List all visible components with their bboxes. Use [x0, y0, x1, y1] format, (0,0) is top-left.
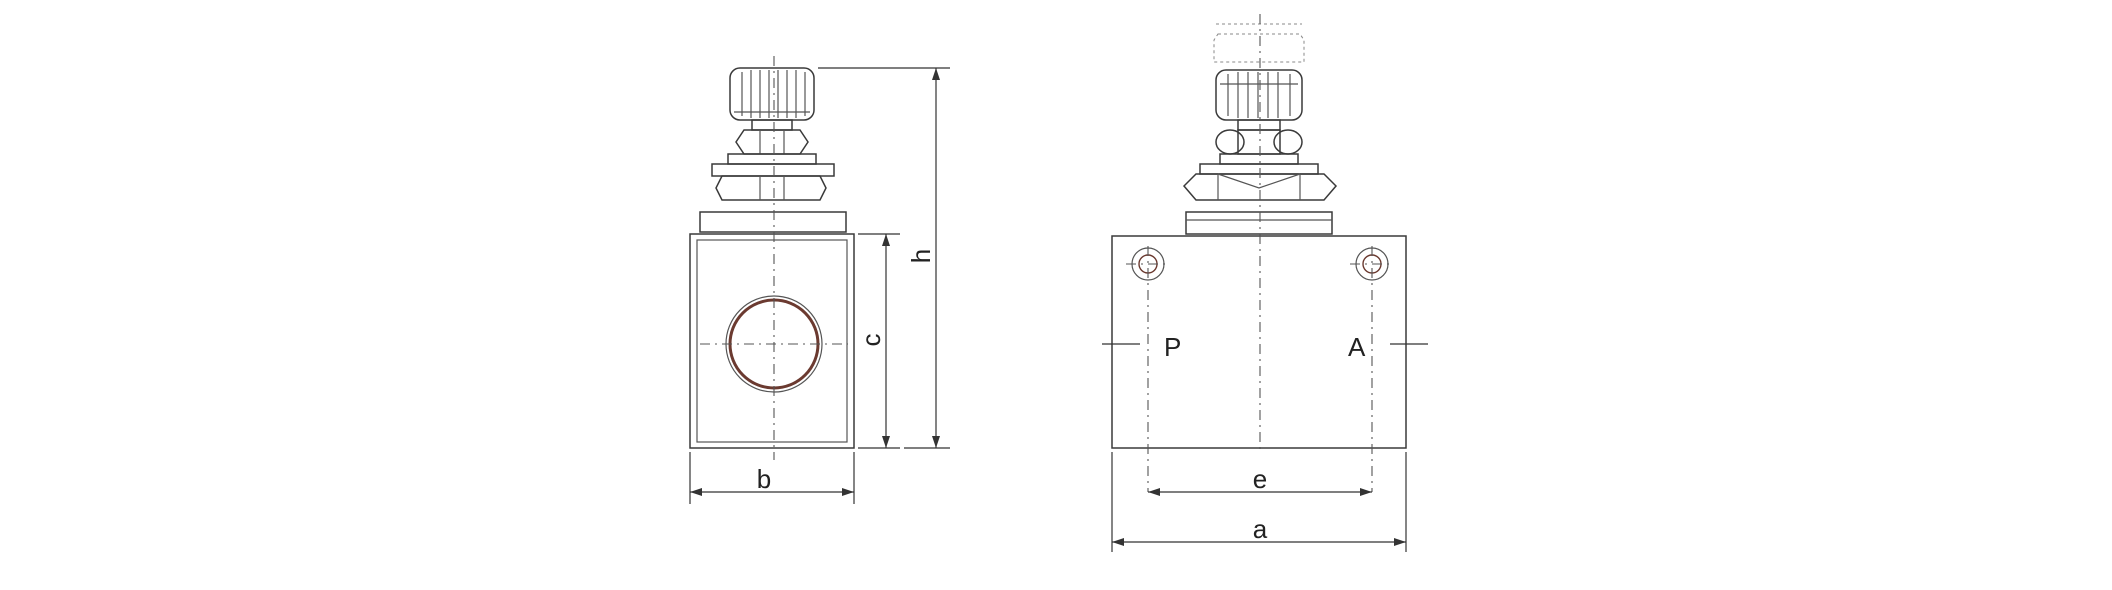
- side-body: [689, 233, 855, 449]
- side-view: b c h: [689, 56, 950, 504]
- port-label-p: P: [1164, 332, 1181, 362]
- dimension-h: h: [818, 67, 950, 449]
- front-lower-nut: [1182, 163, 1338, 201]
- side-lower-nut: [711, 163, 835, 201]
- dimension-label-c: c: [856, 334, 886, 347]
- port-label-a: A: [1348, 332, 1366, 362]
- dimension-a: a: [1111, 452, 1407, 552]
- dimension-label-a: a: [1253, 514, 1268, 544]
- side-upper-nut: [735, 129, 809, 155]
- front-knob-hidden-outline: [1213, 23, 1305, 63]
- front-view: P A e a: [1102, 14, 1428, 552]
- dimension-e: e: [1148, 464, 1372, 496]
- dimension-c: c: [856, 233, 900, 449]
- front-body: [1111, 235, 1407, 449]
- dimension-label-e: e: [1253, 464, 1267, 494]
- dimension-b: b: [689, 452, 855, 504]
- dimension-label-h: h: [906, 249, 936, 263]
- front-knob: [1215, 69, 1303, 121]
- side-knob: [729, 67, 815, 121]
- front-upper-nut: [1215, 129, 1303, 155]
- dimension-label-b: b: [757, 464, 771, 494]
